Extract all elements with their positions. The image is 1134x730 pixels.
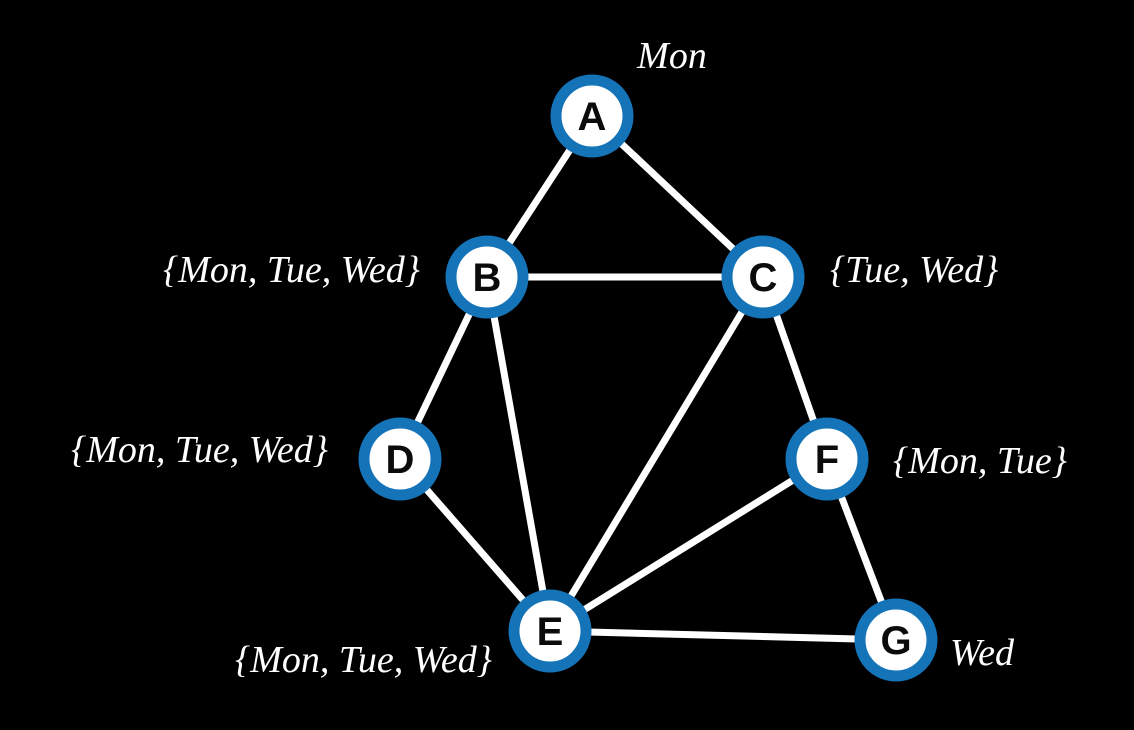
node-A: A bbox=[550, 74, 634, 158]
node-A-letter: A bbox=[578, 95, 607, 139]
node-C-domain-label: {Tue, Wed} bbox=[830, 249, 998, 291]
node-F-domain-label: {Mon, Tue} bbox=[893, 440, 1067, 482]
node-E-circle bbox=[508, 589, 592, 673]
node-F-letter: F bbox=[815, 438, 839, 482]
node-D-domain-label: {Mon, Tue, Wed} bbox=[71, 429, 328, 471]
node-E-letter: E bbox=[537, 610, 564, 654]
edge-E-G bbox=[546, 627, 900, 644]
node-C: C bbox=[721, 235, 805, 319]
node-F-circle bbox=[785, 417, 869, 501]
edges-layer bbox=[396, 112, 900, 644]
nodes-layer: A B C D E F G bbox=[358, 74, 938, 682]
node-B-letter: B bbox=[473, 256, 502, 300]
node-B-domain-label: {Mon, Tue, Wed} bbox=[163, 249, 420, 291]
node-G-letter: G bbox=[880, 619, 911, 663]
node-F: F bbox=[785, 417, 869, 501]
node-D: D bbox=[358, 417, 442, 501]
labels-layer: Mon {Mon, Tue, Wed} {Tue, Wed} {Mon, Tue, W… bbox=[71, 35, 1067, 681]
node-A-circle bbox=[550, 74, 634, 158]
edge-B-E bbox=[483, 273, 554, 635]
node-B-circle bbox=[445, 235, 529, 319]
node-E: E bbox=[508, 589, 592, 673]
node-A-domain-label: Mon bbox=[636, 35, 707, 77]
node-D-circle bbox=[358, 417, 442, 501]
node-B: B bbox=[445, 235, 529, 319]
edge-C-E bbox=[546, 273, 767, 635]
node-G-domain-label: Wed bbox=[950, 632, 1015, 674]
node-G: G bbox=[854, 598, 938, 682]
node-C-letter: C bbox=[749, 256, 778, 300]
node-D-letter: D bbox=[386, 438, 415, 482]
node-E-domain-label: {Mon, Tue, Wed} bbox=[235, 639, 492, 681]
node-G-circle bbox=[854, 598, 938, 682]
edge-E-F bbox=[546, 455, 831, 635]
node-C-circle bbox=[721, 235, 805, 319]
